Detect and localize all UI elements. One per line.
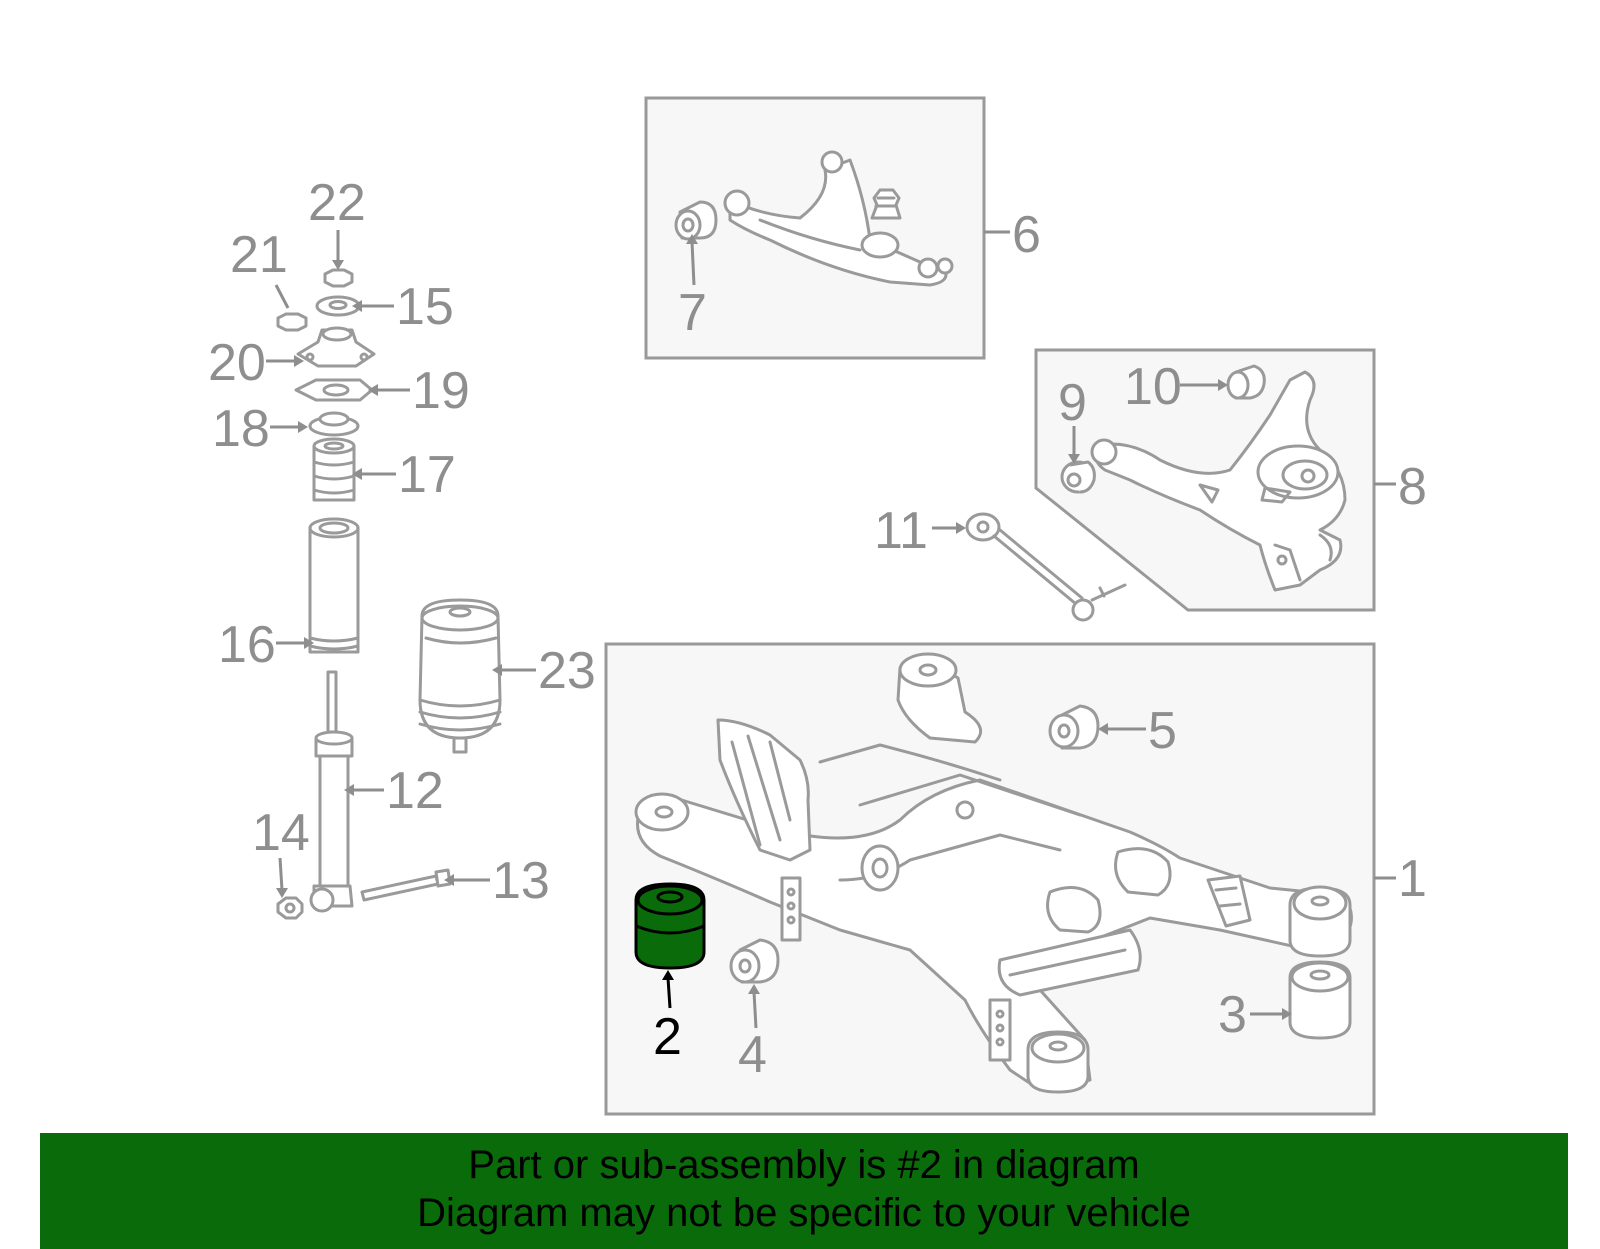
callout-15: 15 [396,278,454,336]
shock-absorber-12-part[interactable] [309,670,354,913]
callout-11: 11 [874,502,928,560]
callout-10: 10 [1124,358,1182,416]
banner-line-disclaimer: Diagram may not be specific to your vehi… [417,1191,1191,1235]
callout-23: 23 [538,642,596,700]
bushing-7-part[interactable] [674,200,718,241]
callout-20: 20 [208,334,266,392]
lower-control-arm-part[interactable] [723,150,954,287]
callout-5: 5 [1148,702,1177,760]
callout-19: 19 [412,362,470,420]
bolt-13-part [360,868,452,902]
highlighted-bushing-2-part[interactable] [634,882,706,970]
gasket-19-part [294,378,374,402]
bump-stop-part [870,188,902,220]
stabilizer-link-part[interactable] [965,512,1127,622]
callout-21: 21 [230,226,288,284]
air-spring-23-part[interactable] [418,598,502,754]
bushing-3-part[interactable] [1288,960,1352,1040]
nut-14-part [276,896,304,920]
callout-8: 8 [1398,458,1427,516]
strut-mount-20-part [296,326,376,368]
callout-6: 6 [1012,206,1041,264]
nut-22-part [323,268,354,288]
rear-lower-arm-part[interactable] [1090,370,1347,592]
banner-line-part-number: Part or sub-assembly is #2 in diagram [468,1143,1140,1187]
callout-18: 18 [212,400,270,458]
callout-3: 3 [1218,986,1247,1044]
callout-16: 16 [218,616,276,674]
callout-4: 4 [738,1026,767,1084]
bushing-9-part[interactable] [1060,460,1096,494]
bump-stop-17-part [312,437,356,502]
bushing-5-part[interactable] [1048,704,1100,750]
nut-21-part [276,312,308,332]
callout-14: 14 [252,804,310,862]
bushing-4-part[interactable] [729,938,780,984]
callout-7: 7 [678,284,707,342]
callout-17: 17 [398,446,456,504]
info-banner: Part or sub-assembly is #2 in diagram Di… [40,1133,1568,1249]
seat-18-part [308,411,360,437]
callout-2: 2 [653,1008,682,1066]
dust-boot-16-part [308,517,360,654]
callout-13: 13 [492,852,550,910]
callout-1: 1 [1398,850,1427,908]
callout-12: 12 [386,762,444,820]
callout-22: 22 [308,174,366,232]
washer-15-part [315,295,361,317]
callout-9: 9 [1058,374,1087,432]
subframe-1-part[interactable] [634,652,1353,1094]
